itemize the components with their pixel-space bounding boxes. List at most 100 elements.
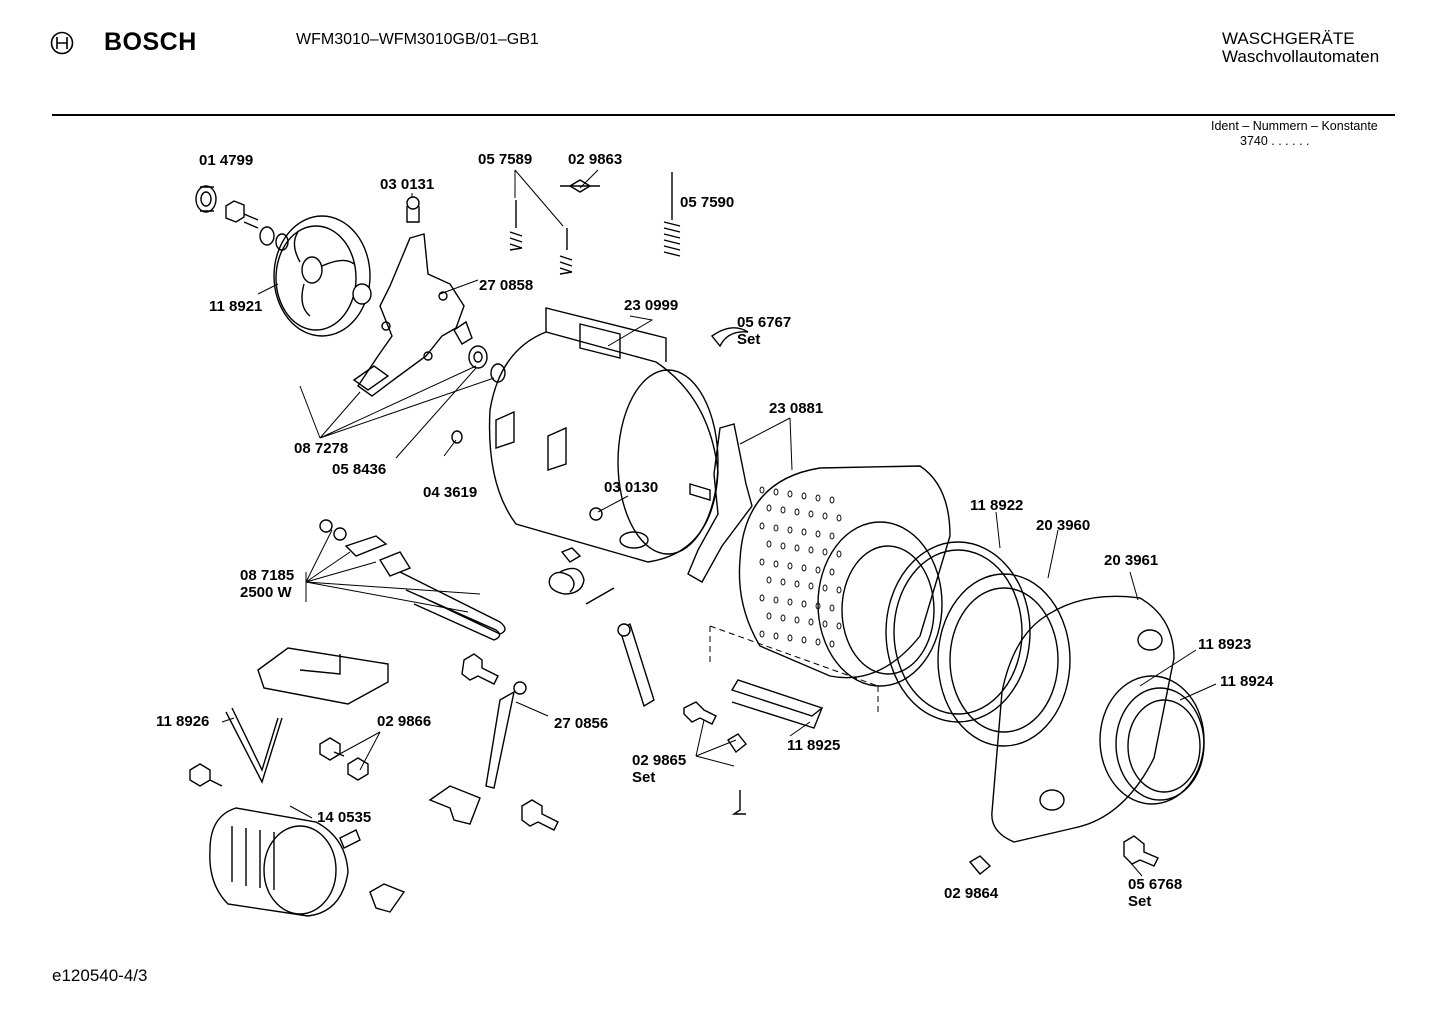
drum-hole: [801, 600, 807, 608]
part-label: 08 7278: [294, 440, 349, 457]
drum-hole: [773, 524, 779, 532]
part-label: 11 8926: [156, 713, 210, 730]
part-label: 11 8924: [1220, 673, 1274, 690]
drum-hole: [766, 576, 772, 584]
motor-drawing: [209, 807, 406, 917]
drum-hole: [836, 586, 842, 594]
drum-hole: [759, 630, 765, 638]
drum-hole: [773, 560, 779, 568]
part-label: 03 0130: [604, 479, 659, 496]
part-label: 20 3961: [1104, 552, 1159, 569]
part-label: 04 3619: [423, 484, 478, 501]
part-label: 03 0131: [380, 176, 435, 193]
drum-hole: [787, 526, 793, 534]
part-label: 11 8925: [787, 737, 841, 754]
part-label: 14 0535: [317, 809, 372, 826]
heater-element-drawing: [319, 519, 506, 641]
bosch-logo-icon: [50, 31, 74, 55]
deflector-drawing: [730, 679, 824, 729]
drum-hole: [836, 550, 842, 558]
drum-hole: [759, 558, 765, 566]
part-label: 11 8921: [209, 298, 263, 315]
drum-hole: [773, 596, 779, 604]
drum-hole: [766, 612, 772, 620]
ident-value: 3740 . . . . . .: [1240, 134, 1310, 148]
category-subtitle: Waschvollautomaten: [1222, 47, 1380, 66]
springs-drawing: [509, 172, 681, 275]
drum-hole: [780, 506, 786, 514]
part-label: 23 0881: [769, 400, 824, 417]
drum-hole: [780, 578, 786, 586]
shock-absorbers-drawing: [428, 622, 655, 825]
part-label: 02 9866: [377, 713, 432, 730]
bearing-bracket-drawing: [352, 196, 473, 397]
deflector-group-outline: [709, 625, 879, 716]
drum-hole: [836, 514, 842, 522]
part-label: 27 0856: [554, 715, 609, 732]
drum-hole: [808, 582, 814, 590]
part-label: 05 7590: [680, 194, 735, 211]
ident-label: Ident – Nummern – Konstante: [1211, 119, 1378, 133]
drum-hole: [829, 604, 835, 612]
bearing-bush-drawing: [195, 185, 289, 251]
seal-rings-drawing: [451, 345, 506, 444]
category-title: WASCHGERÄTE: [1222, 29, 1355, 48]
part-label: 05 7589: [478, 151, 533, 168]
drum-hole: [801, 636, 807, 644]
drum-hole: [780, 542, 786, 550]
cover-plate-drawing: [257, 647, 389, 705]
drum-hole: [787, 598, 793, 606]
drum-hole: [829, 640, 835, 648]
drum-hole: [794, 544, 800, 552]
header-divider: [52, 114, 1395, 116]
model-number: WFM3010–WFM3010GB/01–GB1: [296, 31, 539, 48]
drum-hole: [766, 504, 772, 512]
part-label: 05 8436: [332, 461, 387, 478]
drum-hole: [780, 614, 786, 622]
drum-hole: [836, 622, 842, 630]
drum-hole: [822, 548, 828, 556]
drum-hole: [773, 488, 779, 496]
part-label: 01 4799: [199, 152, 254, 169]
drum-hole: [815, 566, 821, 574]
drum-hole: [822, 584, 828, 592]
drum-hole: [829, 532, 835, 540]
pulley-wheel-drawing: [273, 215, 372, 337]
drum-hole: [766, 540, 772, 548]
part-label: 02 9863: [568, 151, 623, 168]
drive-belt-drawing: [225, 707, 283, 784]
drum-hole: [787, 634, 793, 642]
drum-hole: [815, 494, 821, 502]
leader-lines: [221, 169, 1217, 877]
part-label: 20 3960: [1036, 517, 1091, 534]
drum-hole: [829, 496, 835, 504]
fasteners-drawing: [189, 327, 1159, 875]
drum-hole: [773, 632, 779, 640]
drum-hole: [759, 522, 765, 530]
drum-hole: [794, 580, 800, 588]
drum-hole: [822, 512, 828, 520]
drum-hole: [829, 568, 835, 576]
drum-hole: [815, 530, 821, 538]
drum-hole: [808, 510, 814, 518]
part-label: 02 9864: [944, 885, 999, 902]
drum-hole: [794, 616, 800, 624]
part-label: 11 8922: [970, 497, 1024, 514]
drum-hole: [815, 602, 821, 610]
drum-hole: [759, 486, 765, 494]
drum-hole: [787, 562, 793, 570]
brand-name: BOSCH: [104, 28, 197, 56]
part-label: 27 0858: [479, 277, 534, 294]
footer-code: e120540-4/3: [52, 966, 148, 985]
part-label: 11 8923: [1198, 636, 1252, 653]
drum-hole: [787, 490, 793, 498]
drum-hole: [822, 620, 828, 628]
drum-spider-drawing: [687, 423, 753, 583]
drum-hole: [794, 508, 800, 516]
drum-hole: [759, 594, 765, 602]
